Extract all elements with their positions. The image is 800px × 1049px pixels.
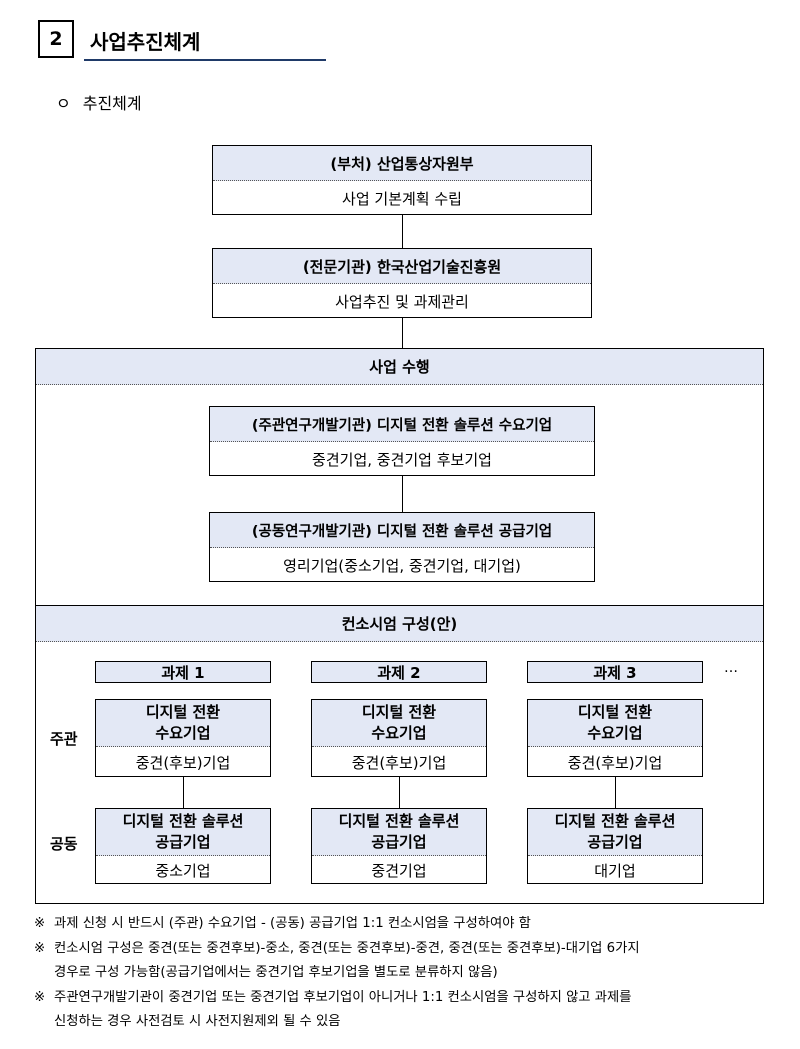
task-lead-box: 디지털 전환 수요기업 중견(후보)기업 — [95, 699, 271, 777]
task-lead-header: 디지털 전환 수요기업 — [528, 700, 702, 747]
task-title: 과제 1 — [95, 661, 271, 683]
task-lead-header-line2: 수요기업 — [155, 724, 211, 742]
task-joint-header: 디지털 전환 솔루션 공급기업 — [312, 809, 486, 856]
note-3-line1: 주관연구개발기관이 중견기업 또는 중견기업 후보기업이 아니거나 1:1 컨소… — [54, 990, 632, 1005]
ministry-body: 사업 기본계획 수립 — [342, 189, 462, 208]
task-joint-header: 디지털 전환 솔루션 공급기업 — [528, 809, 702, 856]
task-joint-body: 중견기업 — [371, 861, 427, 880]
task-lead-body: 중견(후보)기업 — [135, 753, 231, 772]
task-lead-header-line2: 수요기업 — [587, 724, 643, 742]
task-lead-header-line1: 디지털 전환 — [577, 703, 653, 721]
task-joint-header-line1: 디지털 전환 솔루션 — [554, 812, 676, 830]
row-label-lead: 주관 — [50, 730, 78, 748]
task-joint-body: 대기업 — [594, 861, 636, 880]
more-tasks-ellipsis: … — [724, 660, 738, 676]
agency-box: (전문기관) 한국산업기술진흥원 사업추진 및 과제관리 — [212, 248, 592, 318]
task-lead-header-line1: 디지털 전환 — [361, 703, 437, 721]
section-title: 사업추진체계 — [90, 30, 201, 54]
task-joint-header-line2: 공급기업 — [155, 833, 211, 851]
agency-header: (전문기관) 한국산업기술진흥원 — [213, 249, 591, 284]
connector-agency-execution — [402, 318, 403, 348]
task-joint-box: 디지털 전환 솔루션 공급기업 중소기업 — [95, 808, 271, 884]
execution-container — [35, 348, 764, 904]
task-lead-header-line1: 디지털 전환 — [145, 703, 221, 721]
task-joint-box: 디지털 전환 솔루션 공급기업 중견기업 — [311, 808, 487, 884]
joint-org-box: (공동연구개발기관) 디지털 전환 솔루션 공급기업 영리기업(중소기업, 중견… — [209, 512, 595, 582]
execution-title: 사업 수행 — [36, 349, 763, 385]
ministry-header: (부처) 산업통상자원부 — [213, 146, 591, 181]
bullet-text: 추진체계 — [82, 94, 142, 113]
lead-org-body: 중견기업, 중견기업 후보기업 — [312, 450, 492, 469]
joint-org-header: (공동연구개발기관) 디지털 전환 솔루션 공급기업 — [210, 513, 594, 548]
ministry-box: (부처) 산업통상자원부 사업 기본계획 수립 — [212, 145, 592, 215]
task-connector — [615, 777, 616, 808]
task-lead-box: 디지털 전환 수요기업 중견(후보)기업 — [527, 699, 703, 777]
task-connector — [183, 777, 184, 808]
task-lead-header: 디지털 전환 수요기업 — [96, 700, 270, 747]
task-connector — [399, 777, 400, 808]
task-lead-box: 디지털 전환 수요기업 중견(후보)기업 — [311, 699, 487, 777]
section-underline — [84, 59, 326, 61]
bullet-marker: ㅇ — [56, 94, 71, 113]
note-marker: ※ — [34, 990, 46, 1005]
note-2-line2: 경우로 구성 가능함(공급기업에서는 중견기업 후보기업을 별도로 분류하지 않… — [54, 965, 498, 980]
connector-ministry-agency — [402, 215, 403, 248]
task-joint-header-line1: 디지털 전환 솔루션 — [122, 812, 244, 830]
bullet-line: ㅇ 추진체계 — [56, 90, 142, 114]
task-lead-header-line2: 수요기업 — [371, 724, 427, 742]
task-lead-body: 중견(후보)기업 — [351, 753, 447, 772]
note-marker: ※ — [34, 941, 46, 956]
task-title: 과제 2 — [311, 661, 487, 683]
note-3-line2: 신청하는 경우 사전검토 시 사전지원제외 될 수 있음 — [54, 1014, 341, 1029]
connector-lead-joint — [402, 476, 403, 512]
note-marker: ※ — [34, 916, 46, 931]
note-3: ※ 주관연구개발기관이 중견기업 또는 중견기업 후보기업이 아니거나 1:1 컨… — [34, 986, 774, 1034]
task-title: 과제 3 — [527, 661, 703, 683]
task-joint-header-line2: 공급기업 — [587, 833, 643, 851]
note-2-line1: 컨소시엄 구성은 중견(또는 중견후보)-중소, 중견(또는 중견후보)-중견,… — [54, 941, 640, 956]
lead-org-header: (주관연구개발기관) 디지털 전환 솔루션 수요기업 — [210, 407, 594, 442]
task-joint-header-line2: 공급기업 — [371, 833, 427, 851]
task-lead-body: 중견(후보)기업 — [567, 753, 663, 772]
task-lead-header: 디지털 전환 수요기업 — [312, 700, 486, 747]
consortium-title: 컨소시엄 구성(안) — [36, 606, 763, 642]
note-1-text: 과제 신청 시 반드시 (주관) 수요기업 - (공동) 공급기업 1:1 컨소… — [54, 916, 531, 931]
joint-org-body: 영리기업(중소기업, 중견기업, 대기업) — [283, 556, 521, 575]
consortium-divider — [36, 605, 763, 606]
note-2: ※ 컨소시엄 구성은 중견(또는 중견후보)-중소, 중견(또는 중견후보)-중견… — [34, 937, 774, 985]
task-joint-header-line1: 디지털 전환 솔루션 — [338, 812, 460, 830]
task-joint-body: 중소기업 — [155, 861, 211, 880]
row-label-joint: 공동 — [50, 835, 78, 853]
task-joint-header: 디지털 전환 솔루션 공급기업 — [96, 809, 270, 856]
lead-org-box: (주관연구개발기관) 디지털 전환 솔루션 수요기업 중견기업, 중견기업 후보… — [209, 406, 595, 476]
note-1: ※ 과제 신청 시 반드시 (주관) 수요기업 - (공동) 공급기업 1:1 컨… — [34, 912, 774, 936]
agency-body: 사업추진 및 과제관리 — [335, 292, 469, 311]
task-joint-box: 디지털 전환 솔루션 공급기업 대기업 — [527, 808, 703, 884]
section-number: 2 — [38, 20, 74, 58]
